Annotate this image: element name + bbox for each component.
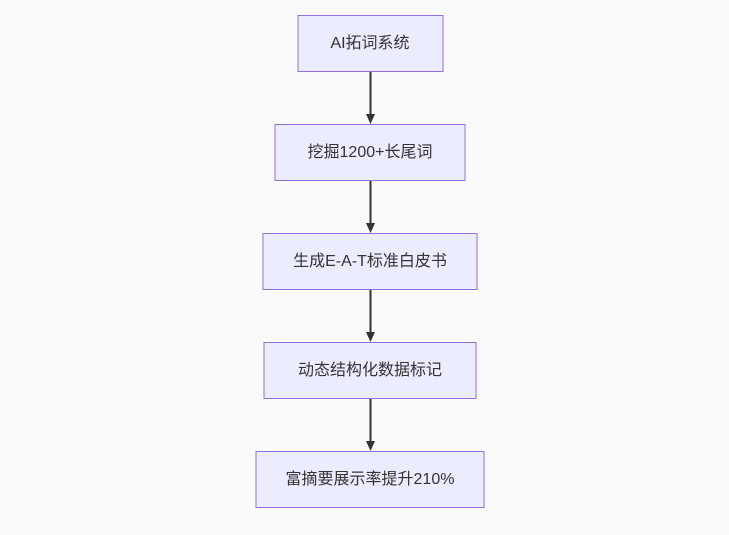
flow-node-label: 富摘要展示率提升210% <box>285 471 455 488</box>
arrow-down-icon <box>365 290 375 342</box>
flow-node: AI拓词系统 <box>297 15 443 72</box>
flow-node-label: AI拓词系统 <box>330 35 410 52</box>
flow-node: 生成E-A-T标准白皮书 <box>262 233 478 290</box>
arrow-down-icon <box>365 399 375 451</box>
flowchart: AI拓词系统 挖掘1200+长尾词 生成E-A-T标准白皮书 动态结构化数据标记… <box>255 15 485 508</box>
arrow-down-icon <box>365 181 375 233</box>
flow-node-label: 挖掘1200+长尾词 <box>307 144 433 161</box>
flow-node: 动态结构化数据标记 <box>263 342 477 399</box>
flow-node-label: 生成E-A-T标准白皮书 <box>293 253 447 270</box>
flow-node-label: 动态结构化数据标记 <box>297 362 442 379</box>
flow-node: 挖掘1200+长尾词 <box>274 124 466 181</box>
flow-node: 富摘要展示率提升210% <box>255 451 485 508</box>
arrow-down-icon <box>365 72 375 124</box>
